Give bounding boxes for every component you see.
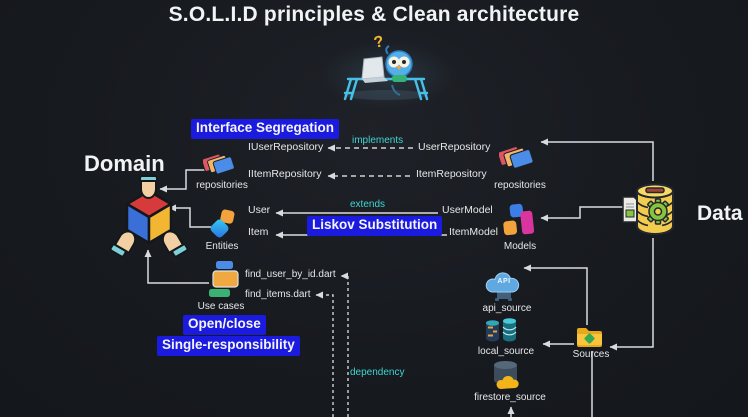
item-repository-label: ItemRepository bbox=[416, 168, 487, 180]
user-repository-label: UserRepository bbox=[418, 141, 491, 153]
chip-open-close: Open/close bbox=[183, 315, 266, 335]
database-icon bbox=[622, 183, 674, 236]
repositories-icon bbox=[203, 153, 235, 175]
document-icon bbox=[622, 196, 639, 223]
domain-repositories-label: repositories bbox=[196, 180, 248, 191]
use-cases-label: Use cases bbox=[197, 301, 245, 312]
firestore-icon bbox=[494, 361, 519, 389]
edge-label-implements: implements bbox=[352, 135, 404, 146]
models-label: Models bbox=[503, 241, 537, 252]
models-icon bbox=[503, 203, 535, 236]
api-cloud-icon bbox=[485, 272, 520, 301]
iuser-repository-label: IUserRepository bbox=[248, 141, 324, 153]
iitem-repository-label: IItemRepository bbox=[248, 168, 322, 180]
data-layer-title: Data bbox=[697, 202, 743, 225]
sources-folder-icon bbox=[577, 328, 602, 347]
api-badge: API bbox=[497, 278, 511, 285]
page-title: S.O.L.I.D principles & Clean architectur… bbox=[168, 3, 580, 26]
use-cases-icon bbox=[209, 261, 239, 297]
user-model-label: UserModel bbox=[442, 204, 493, 216]
firestore-source-label: firestore_source bbox=[474, 392, 546, 403]
sources-label: Sources bbox=[572, 349, 610, 360]
local-db-icon bbox=[486, 318, 517, 342]
mascot-illustration bbox=[343, 45, 429, 101]
user-entity-label: User bbox=[248, 204, 271, 216]
api-source-label: api_source bbox=[482, 303, 532, 314]
local-source-label: local_source bbox=[477, 346, 535, 357]
entities-icon bbox=[210, 209, 235, 238]
repositories-icon bbox=[499, 146, 534, 169]
domain-layer-title: Domain bbox=[84, 151, 165, 176]
edge-label-dependency: dependency bbox=[350, 367, 405, 378]
chip-interface-segregation: Interface Segregation bbox=[191, 119, 340, 139]
item-entity-label: Item bbox=[248, 226, 269, 238]
entities-label: Entities bbox=[205, 241, 239, 252]
mascot-glow bbox=[318, 40, 458, 110]
item-model-label: ItemModel bbox=[449, 226, 499, 238]
data-repositories-label: repositories bbox=[494, 180, 546, 191]
find-user-file-label: find_user_by_id.dart bbox=[245, 269, 336, 280]
chip-single-responsibility: Single-responsibility bbox=[157, 336, 300, 356]
find-items-file-label: find_items.dart bbox=[245, 289, 311, 300]
chip-liskov-substitution: Liskov Substitution bbox=[307, 216, 443, 236]
edge-label-extends: extends bbox=[350, 199, 386, 210]
domain-cube-hands-icon bbox=[109, 175, 189, 258]
